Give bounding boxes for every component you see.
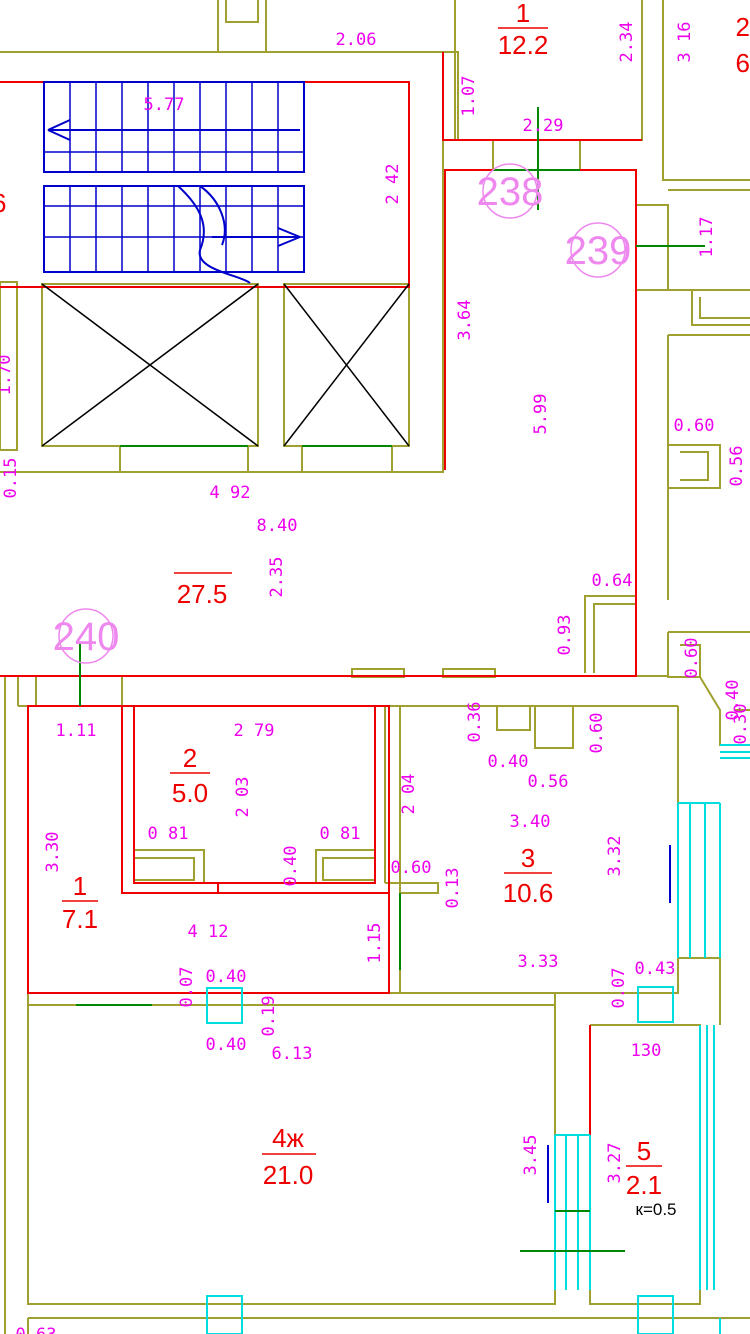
dim-label: 2.06 <box>336 30 377 50</box>
dim-label: 0 81 <box>320 824 361 844</box>
dim-label: 0.30 <box>731 704 750 745</box>
dim-label: 0.56 <box>727 446 747 487</box>
lobby-area: 27.5 <box>177 579 228 609</box>
dim-label: 0.40 <box>488 752 529 772</box>
hall-area: 12.2 <box>498 30 549 60</box>
dim-label: 0.07 <box>177 967 197 1008</box>
dim-label: 3.30 <box>43 832 63 873</box>
room-1-area: 7.1 <box>62 904 98 934</box>
room-4-area: 21.0 <box>263 1160 314 1190</box>
dim-label: 0.43 <box>635 959 676 979</box>
windows <box>206 744 750 1334</box>
dim-label: 8.40 <box>257 516 298 536</box>
dim-label: 4 12 <box>188 922 229 942</box>
marker-238: 238 <box>477 170 544 214</box>
dim-label: 0.56 <box>528 772 569 792</box>
dim-label: 0.19 <box>259 996 279 1037</box>
dim-label: 0.13 <box>443 868 463 909</box>
doors <box>76 107 705 1252</box>
dim-label: 2.35 <box>267 557 287 598</box>
dim-label: 3.45 <box>521 1135 541 1176</box>
room-5-area: 2.1 <box>626 1170 662 1200</box>
dim-label: 5.99 <box>531 394 551 435</box>
marker-239-ring <box>570 222 626 278</box>
marker-240: 240 <box>53 615 120 659</box>
section-markers: 238 239 240 <box>53 163 632 664</box>
dim-label: 3 16 <box>675 22 695 63</box>
dim-label: 4 92 <box>210 483 251 503</box>
room-2-number: 2 <box>183 743 197 773</box>
dim-label: 0.07 <box>609 968 629 1009</box>
room-5-coefficient: к=0.5 <box>636 1200 677 1219</box>
dimension-labels: 2.06 2.34 3 16 1.07 2.29 5.77 2 42 1.17 … <box>0 22 750 1334</box>
dim-label: 2.34 <box>617 22 637 63</box>
dim-label: 2 04 <box>399 774 419 815</box>
room-4-number: 4ж <box>272 1123 304 1153</box>
dim-label: 0.40 <box>206 1035 247 1055</box>
edge-left-label: 6 <box>0 188 6 218</box>
dim-label: 1.07 <box>459 76 479 117</box>
room-3-area: 10.6 <box>503 878 554 908</box>
room-labels: 1 12.2 27.5 1 7.1 2 5.0 3 10.6 4ж 21.0 5… <box>0 0 750 1219</box>
dim-label: 1.15 <box>365 923 385 964</box>
dim-label: 0.63 <box>16 1325 57 1334</box>
dim-label: 3.33 <box>518 952 559 972</box>
dim-label: 0.60 <box>587 713 607 754</box>
dim-label: 2 03 <box>233 777 253 818</box>
dim-label: 2 79 <box>234 721 275 741</box>
dim-label: 2.29 <box>523 116 564 136</box>
marker-239: 239 <box>565 229 632 273</box>
dim-label: 0.60 <box>674 416 715 436</box>
dim-label: 0.40 <box>206 967 247 987</box>
dim-label: 2 42 <box>383 164 403 205</box>
elevators <box>41 283 410 447</box>
room-2-area: 5.0 <box>172 778 208 808</box>
dim-label: 1.11 <box>56 721 97 741</box>
dim-label: 1.70 <box>0 355 15 396</box>
dim-label: 1.17 <box>697 217 717 258</box>
dim-label: 6.13 <box>272 1044 313 1064</box>
marker-240-ring <box>58 608 114 664</box>
edge-room-number: 2 <box>736 12 750 42</box>
dim-label: 130 <box>631 1041 662 1061</box>
dim-label: 0.36 <box>465 702 485 743</box>
room-3-number: 3 <box>521 843 535 873</box>
room-5-number: 5 <box>637 1136 651 1166</box>
dim-label: 0 81 <box>148 824 189 844</box>
dim-label: 0.60 <box>391 858 432 878</box>
dim-label: 0.60 <box>682 638 702 679</box>
room-1-number: 1 <box>73 871 87 901</box>
hall-number: 1 <box>516 0 530 28</box>
stairs <box>43 81 671 1203</box>
dim-label: 3.40 <box>510 812 551 832</box>
edge-room-area: 6 <box>736 48 750 78</box>
dim-label: 5.77 <box>144 95 185 115</box>
dim-label: 3.32 <box>605 836 625 877</box>
dim-label: 3.27 <box>605 1143 625 1184</box>
dim-label: 3.64 <box>455 300 475 341</box>
dim-label: 0.15 <box>1 458 21 499</box>
dim-label: 0.40 <box>723 680 743 721</box>
dim-label: 0.64 <box>592 571 633 591</box>
dim-label: 0.93 <box>555 615 575 656</box>
dim-label: 0.40 <box>281 846 301 887</box>
marker-238-ring <box>482 163 538 219</box>
